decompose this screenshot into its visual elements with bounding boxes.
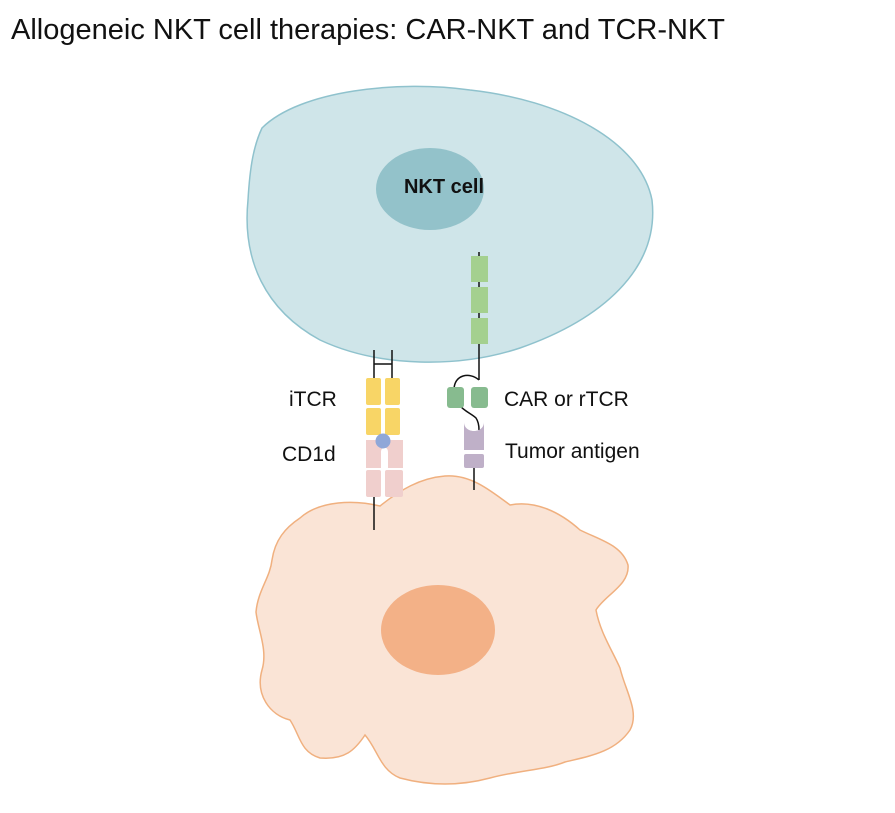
car-signal-domain-1 xyxy=(471,256,488,282)
tumor-antigen-lower xyxy=(464,454,484,468)
tumor-antigen-label: Tumor antigen xyxy=(505,440,640,463)
figure-title: Allogeneic NKT cell therapies: CAR-NKT a… xyxy=(11,14,725,46)
cd1d-label: CD1d xyxy=(282,443,336,466)
cd1d-groove xyxy=(366,440,403,468)
car-signal-domain-3 xyxy=(471,318,488,344)
car-label: CAR or rTCR xyxy=(504,388,629,411)
car-rtcr-complex xyxy=(447,252,488,490)
lipid-antigen xyxy=(375,433,391,449)
car-binding-domain-1 xyxy=(447,387,464,408)
cd1d-lower-left xyxy=(366,470,381,497)
car-binding-domain-2 xyxy=(471,387,488,408)
itcr-alpha-upper xyxy=(366,378,381,405)
cd1d-lower-right xyxy=(385,470,403,497)
itcr-beta-lower xyxy=(385,408,400,435)
tumor-antigen-upper xyxy=(464,422,484,450)
itcr-cd1d-complex xyxy=(366,350,403,530)
nkt-cell-nucleus xyxy=(376,148,484,230)
itcr-label: iTCR xyxy=(289,388,337,411)
itcr-alpha-lower xyxy=(366,408,381,435)
nkt-cell-label: NKT cell xyxy=(404,176,484,198)
tumor-cell-nucleus xyxy=(381,585,495,675)
itcr-beta-upper xyxy=(385,378,400,405)
car-signal-domain-2 xyxy=(471,287,488,313)
